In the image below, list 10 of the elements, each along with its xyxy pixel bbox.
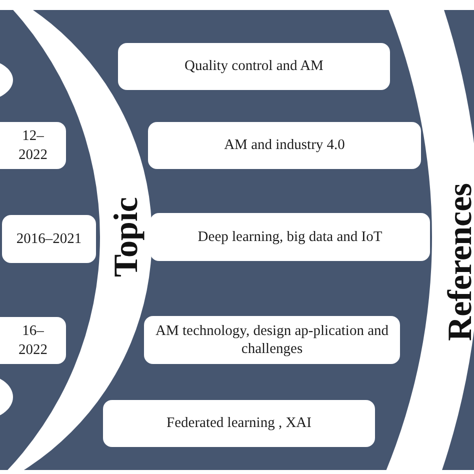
text-card: 12–2022 <box>0 122 66 169</box>
text-card: 2016–2021 <box>2 215 96 263</box>
band-heading: Topic <box>108 197 146 277</box>
text-card: 16–2022 <box>0 317 66 364</box>
text-card: Quality control and AM <box>118 43 390 90</box>
text-card: Deep learning, big data and IoT <box>150 213 430 261</box>
text-card: Federated learning , XAI <box>103 400 375 447</box>
text-card: AM and industry 4.0 <box>148 122 421 169</box>
text-card: AM technology, design ap-plication and challenges <box>144 316 400 364</box>
band-heading: References <box>442 183 474 341</box>
